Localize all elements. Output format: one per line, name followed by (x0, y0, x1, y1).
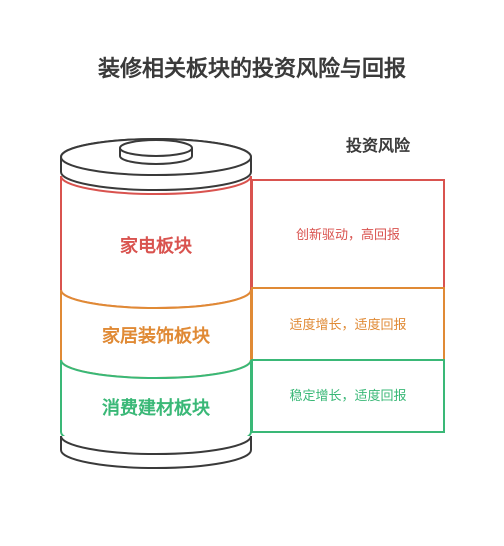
column-header: 投资风险 (346, 136, 411, 155)
cylinder (60, 138, 252, 469)
risk-text-building-materials: 稳定增长，适度回报 (289, 388, 406, 404)
segment-label-building-materials: 消费建材板块 (102, 397, 211, 419)
segment-label-home-decor: 家居装饰板块 (102, 325, 211, 347)
cylinder-knob-top (119, 139, 193, 157)
risk-box-home-decor (251, 287, 445, 361)
risk-text-home-decor: 适度增长，适度回报 (289, 317, 406, 333)
cylinder-base-rim (60, 435, 252, 455)
cylinder-base (60, 436, 252, 469)
risk-box-appliance (251, 179, 445, 289)
risk-text-appliance: 创新驱动，高回报 (296, 227, 400, 243)
risk-box-building-materials (251, 359, 445, 433)
segment-label-appliance: 家电板块 (120, 235, 193, 257)
diagram-title: 装修相关板块的投资风险与回报 (98, 56, 406, 82)
